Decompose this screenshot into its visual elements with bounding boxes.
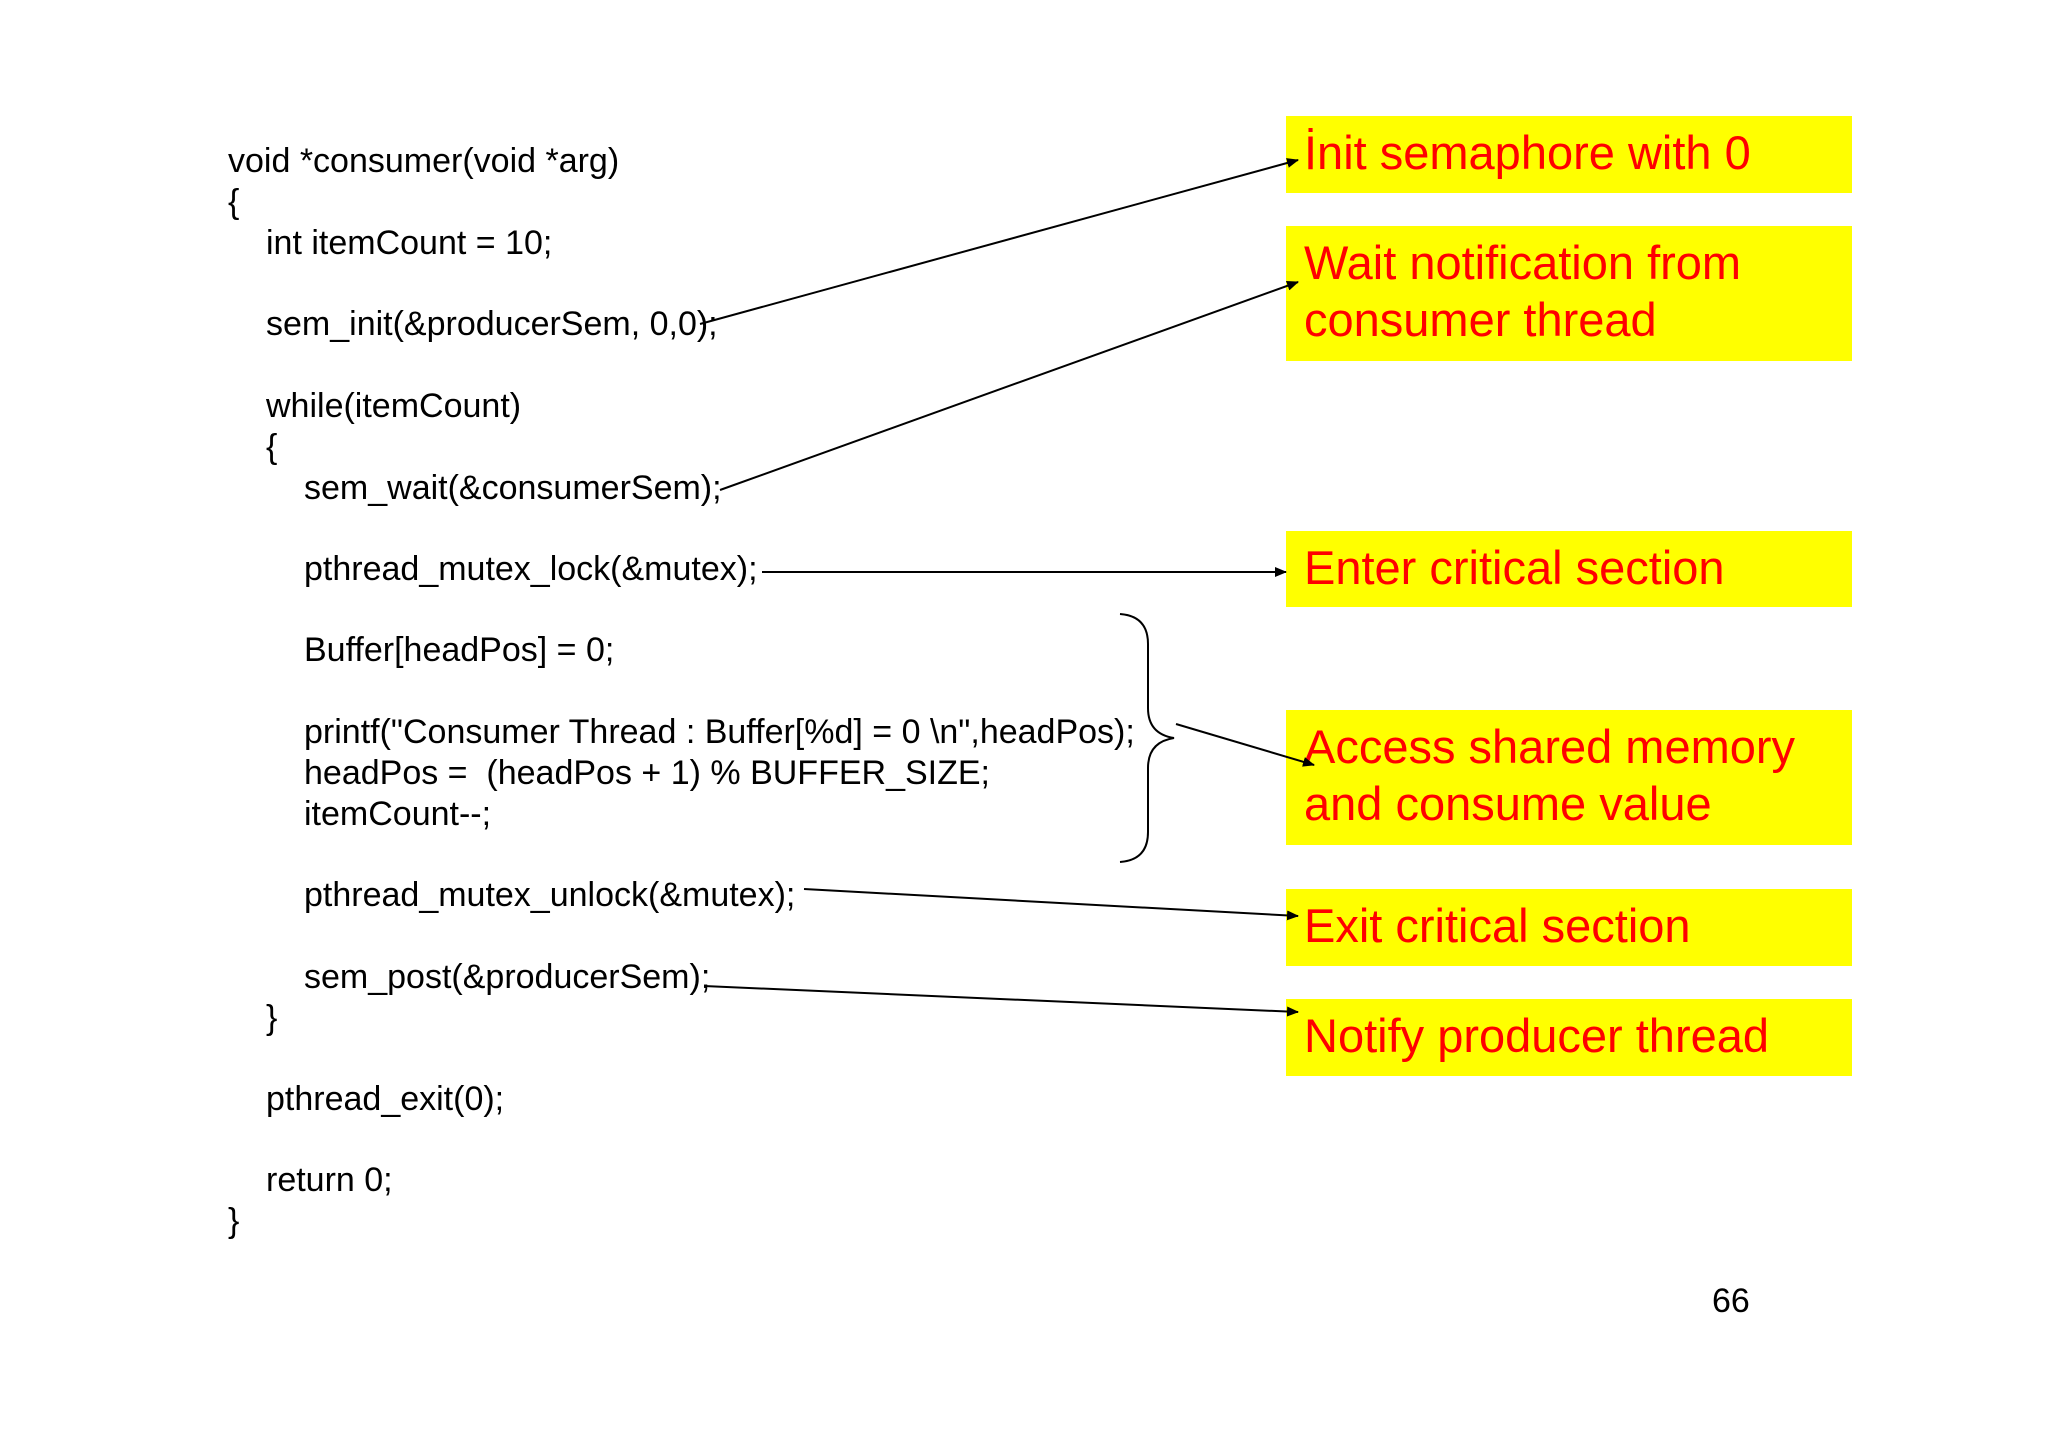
code-line: itemCount--;: [304, 795, 492, 833]
code-line: pthread_mutex_lock(&mutex);: [304, 550, 758, 588]
callout-init-semaphore: İnit semaphore with 0: [1286, 116, 1852, 193]
code-line: while(itemCount): [266, 387, 522, 425]
code-line: Buffer[headPos] = 0;: [304, 631, 615, 669]
callout-text: Notify producer thread: [1304, 1009, 1770, 1062]
code-line: }: [266, 999, 278, 1037]
callout-text: consumer thread: [1304, 293, 1657, 346]
code-line: int itemCount = 10;: [266, 224, 553, 262]
page-number: 66: [1712, 1282, 1750, 1320]
code-line: sem_wait(&consumerSem);: [304, 469, 722, 507]
arrow-init: [699, 158, 1299, 325]
callout-exit-critical-section: Exit critical section: [1286, 889, 1852, 966]
code-line: sem_init(&producerSem, 0,0);: [266, 305, 718, 343]
callout-access-shared-memory: Access shared memory and consume value: [1286, 710, 1852, 845]
code-line: printf("Consumer Thread : Buffer[%d] = 0…: [304, 713, 1135, 751]
arrow-notify: [703, 985, 1299, 1017]
callout-text: and consume value: [1304, 777, 1712, 830]
callout-wait-notification: Wait notification from consumer thread: [1286, 226, 1852, 361]
code-line: {: [266, 428, 278, 466]
arrow-wait: [719, 281, 1299, 491]
code-line: return 0;: [266, 1161, 393, 1199]
callout-text: Exit critical section: [1304, 899, 1691, 952]
arrow-exit: [803, 888, 1299, 921]
callout-notify-producer: Notify producer thread: [1286, 999, 1852, 1076]
callout-text: Enter critical section: [1304, 541, 1725, 594]
code-line: void *consumer(void *arg): [228, 142, 620, 180]
callout-text: İnit semaphore with 0: [1304, 126, 1751, 179]
code-line: {: [228, 183, 240, 221]
code-line: }: [228, 1202, 240, 1240]
code-line: pthread_mutex_unlock(&mutex);: [304, 876, 796, 914]
code-line: headPos = (headPos + 1) % BUFFER_SIZE;: [304, 754, 990, 792]
callout-text: Access shared memory: [1304, 720, 1796, 773]
code-line: sem_post(&producerSem);: [304, 958, 711, 996]
callout-enter-critical-section: Enter critical section: [1286, 531, 1852, 607]
callout-text: Wait notification from: [1304, 236, 1742, 289]
code-line: pthread_exit(0);: [266, 1080, 505, 1118]
